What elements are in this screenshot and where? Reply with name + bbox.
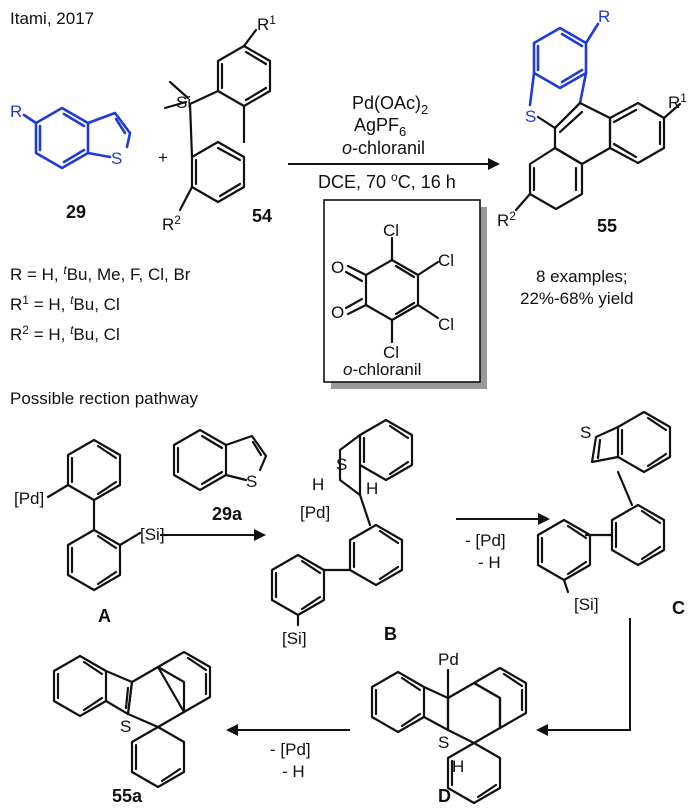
chloranil-label: o-chloranil (343, 360, 421, 379)
intermediate-a-structure: [Pd] [Si] (14, 438, 165, 592)
o-atom-1: O (331, 258, 344, 277)
r1-label-54: R1 (257, 13, 276, 34)
compound-54-label: 54 (252, 206, 272, 226)
product-55a-structure: S (52, 650, 212, 789)
reaction-arrowhead-main (488, 158, 500, 170)
substituent-r2: R2 = H, tBu, Cl (10, 323, 120, 344)
intermediate-b-label: B (384, 624, 397, 644)
cl-atom-3: Cl (438, 315, 454, 334)
r2-label-54: R2 (162, 213, 181, 234)
si-label-b: [Si] (282, 629, 307, 648)
chloranil-box (323, 199, 481, 383)
s-atom-55a: S (120, 717, 131, 736)
compound-54-structure: Si R1 R2 (162, 13, 276, 234)
compound-55-label: 55 (597, 216, 617, 236)
s-atom-d: S (438, 733, 449, 752)
s-atom-29: S (111, 149, 122, 168)
step-d55a-line1: - [Pd] (270, 740, 311, 759)
arrowhead-d-to-55a (226, 724, 238, 736)
intermediate-b-structure: S H H [Pd] [Si] (270, 418, 414, 648)
condition-catalyst: Pd(OAc)2 (352, 93, 428, 117)
intermediate-c-label: C (672, 598, 685, 618)
substituent-r1: R1 = H, tBu, Cl (10, 293, 120, 314)
cl-atom-1: Cl (383, 221, 399, 240)
arrowhead-a-to-b (254, 529, 266, 541)
s-atom-b: S (336, 455, 347, 474)
pathway-title: Possible rection pathway (10, 389, 199, 408)
compound-29a-structure: S (172, 428, 268, 492)
product-55a-label: 55a (112, 786, 143, 806)
compound-29a-label: 29a (212, 504, 243, 524)
intermediate-d-label: D (438, 786, 451, 806)
arrowhead-c-to-d (536, 724, 548, 736)
chloranil-structure: Cl Cl Cl Cl O O (331, 221, 454, 362)
arrowhead-b-to-c (538, 513, 550, 525)
step-bc-line1: - [Pd] (465, 531, 506, 550)
citation-text: Itami, 2017 (10, 9, 94, 28)
scope-yield: 22%-68% yield (520, 289, 633, 308)
pd-label-d: Pd (438, 650, 459, 669)
intermediate-a-label: A (98, 606, 111, 626)
intermediate-c-structure: S [Si] (536, 410, 672, 614)
r2-label-55: R2 (497, 209, 516, 230)
s-atom-29a: S (246, 472, 257, 491)
si-label-c: [Si] (574, 595, 599, 614)
compound-29-structure: R S (10, 102, 132, 170)
pd-label-b: [Pd] (300, 503, 330, 522)
condition-oxidant: o-chloranil (342, 138, 425, 158)
arrow-c-to-d (540, 618, 631, 731)
r-label-55: R (598, 7, 610, 26)
scope-examples: 8 examples; (536, 267, 628, 286)
s-atom-55: S (525, 107, 536, 126)
si-atom-54: Si (176, 93, 191, 112)
si-label-a: [Si] (140, 525, 165, 544)
h-atom-b1: H (312, 475, 324, 494)
compound-29-label: 29 (66, 202, 86, 222)
condition-additive: AgPF6 (354, 115, 406, 139)
cl-atom-4: Cl (383, 343, 399, 362)
o-atom-2: O (331, 303, 344, 322)
plus-sign: + (158, 148, 168, 167)
h-atom-b2: H (366, 479, 378, 498)
substituent-r: R = H, tBu, Me, F, Cl, Br (10, 263, 191, 284)
r-label-29: R (10, 102, 22, 121)
step-bc-line2: - H (478, 553, 501, 572)
condition-solvent-temp-time: DCE, 70 oC, 16 h (318, 170, 456, 192)
h-atom-d: H (452, 757, 464, 776)
s-atom-c: S (580, 423, 591, 442)
r1-label-55: R1 (668, 91, 687, 112)
pd-label-a: [Pd] (14, 489, 44, 508)
compound-55-structure: R S R1 R2 (497, 7, 687, 230)
cl-atom-2: Cl (438, 251, 454, 270)
intermediate-d-structure: S Pd H (370, 650, 528, 805)
step-d55a-line2: - H (282, 762, 305, 781)
